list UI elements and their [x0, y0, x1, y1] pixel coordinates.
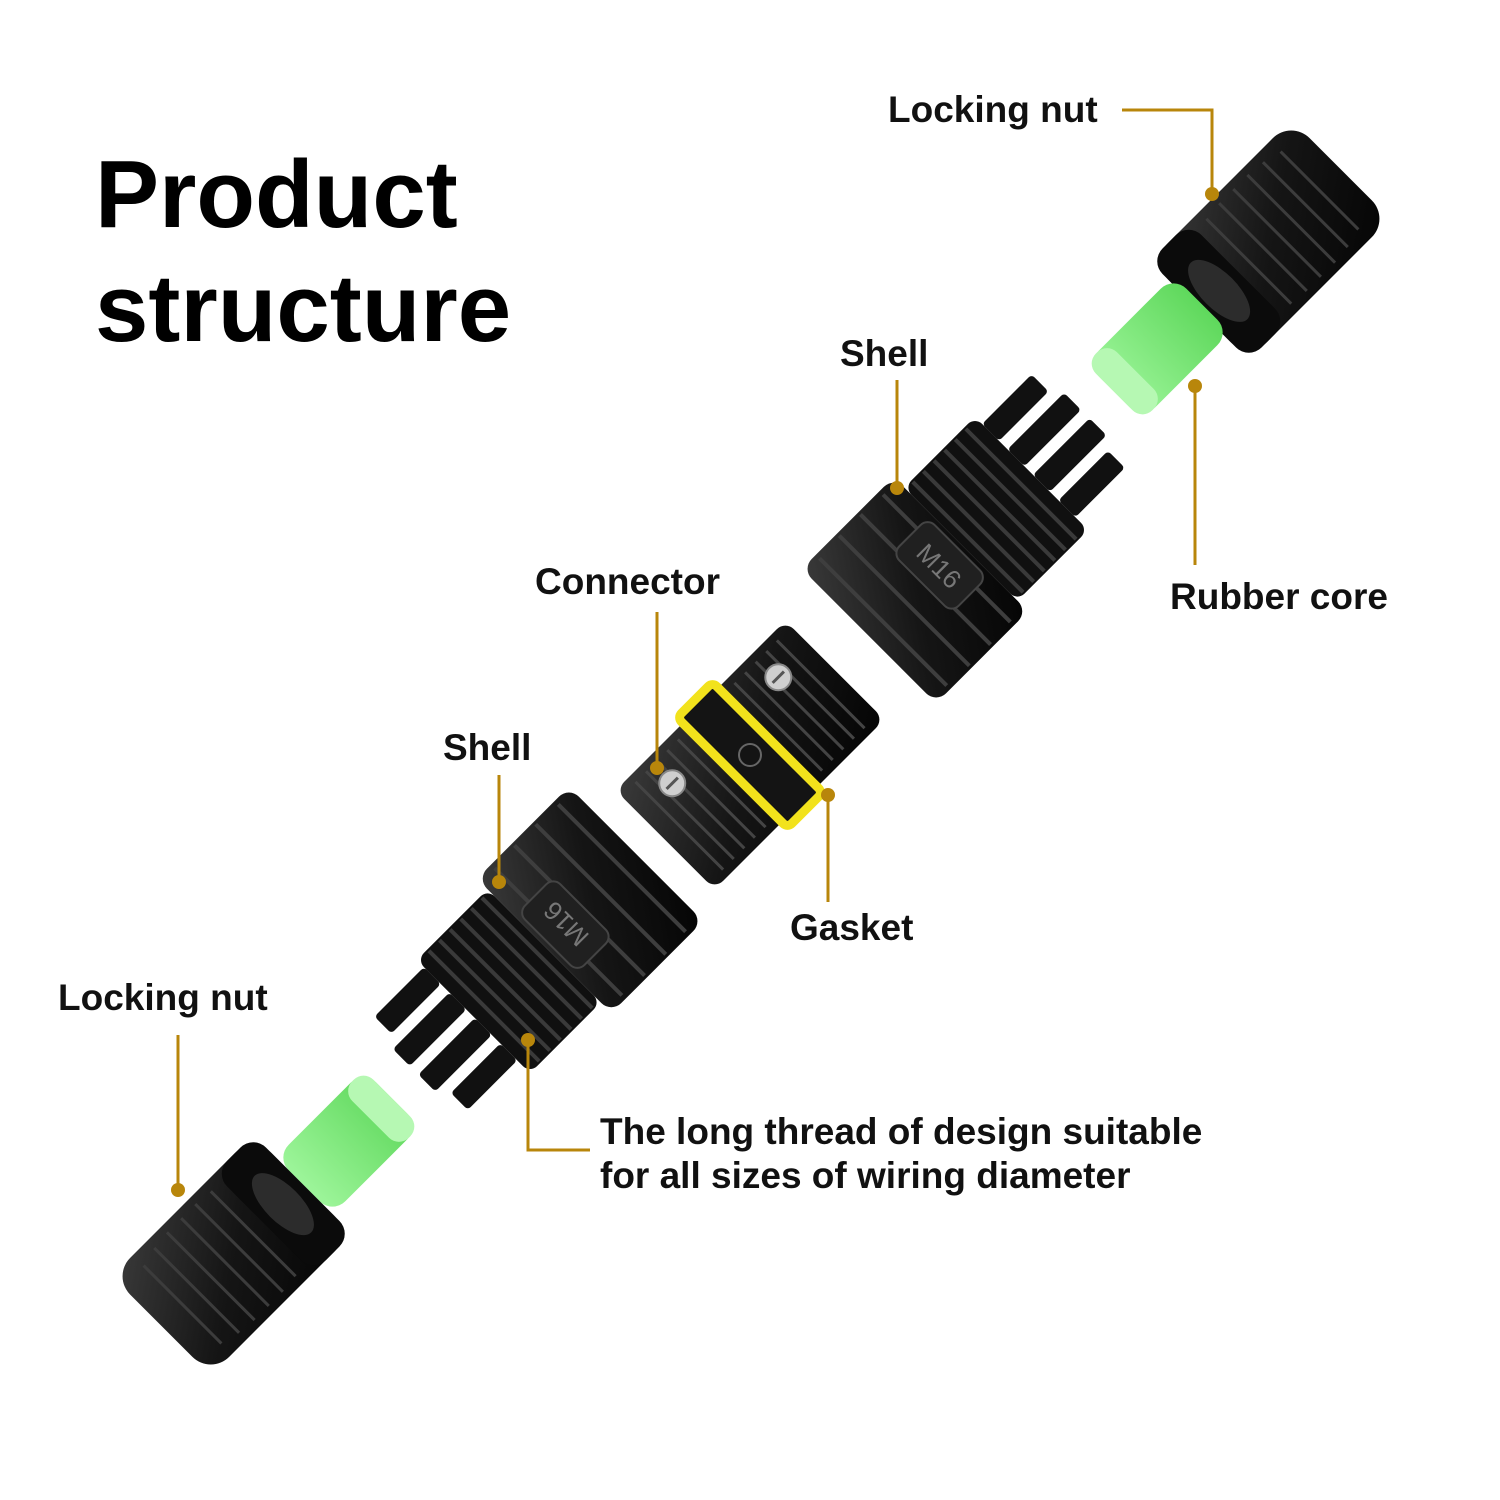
leader-thread — [526, 1040, 590, 1152]
label-locking-nut-bottom: Locking nut — [58, 977, 268, 1018]
locking-nut-top-part — [1157, 130, 1380, 353]
dot-thread — [521, 1033, 535, 1047]
locking-nut-bottom-part — [122, 1142, 345, 1365]
dot-locking-nut-bottom — [171, 1183, 185, 1197]
label-gasket: Gasket — [790, 907, 914, 948]
shell-top-part: M16 — [807, 376, 1124, 698]
dot-connector — [650, 761, 664, 775]
rubber-core-top-part — [1091, 283, 1223, 415]
thread-note: The long thread of design suitable for a… — [600, 1110, 1202, 1198]
label-shell-bottom: Shell — [443, 727, 532, 768]
connector-part — [620, 625, 880, 885]
dot-shell-bottom — [492, 875, 506, 889]
title-line-1: Product — [95, 141, 458, 248]
thread-note-line-1: The long thread of design suitable — [600, 1111, 1203, 1152]
label-connector: Connector — [535, 561, 720, 602]
dot-shell-top — [890, 481, 904, 495]
label-shell-top: Shell — [840, 333, 929, 374]
shell-bottom-part: M16 — [376, 792, 698, 1109]
rubber-core-bottom-part — [283, 1075, 415, 1207]
dot-rubber-core — [1188, 379, 1202, 393]
dot-locking-nut-top — [1205, 187, 1219, 201]
thread-note-line-2: for all sizes of wiring diameter — [600, 1155, 1131, 1196]
label-locking-nut-top: Locking nut — [888, 89, 1098, 130]
page-title: Product structure — [95, 138, 511, 366]
label-rubber-core: Rubber core — [1170, 576, 1388, 617]
title-line-2: structure — [95, 255, 512, 362]
leader-locking-nut-top — [1122, 108, 1214, 192]
dot-gasket — [821, 788, 835, 802]
